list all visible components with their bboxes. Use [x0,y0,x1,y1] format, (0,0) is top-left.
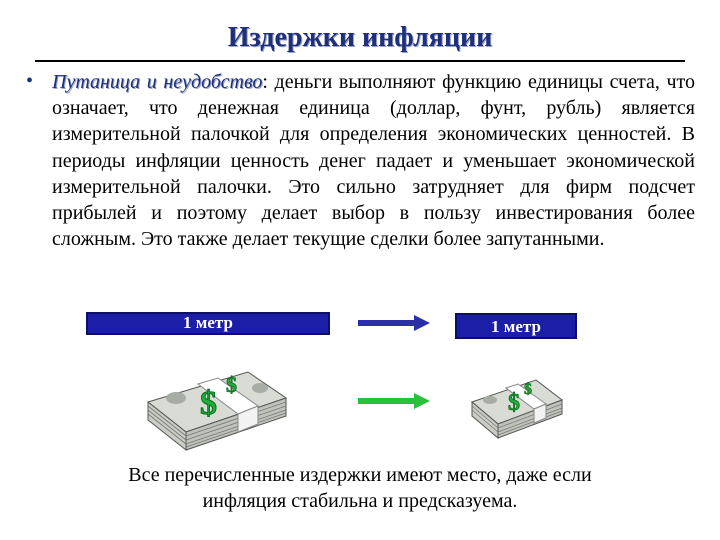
money-stack-large-icon: $ $ [146,371,288,452]
dollar-sign: $ [200,385,217,422]
arrow-blue-icon [358,315,430,331]
dollar-sign-small-stack: $ [508,390,520,416]
slide-title: Издержки инфляции [227,22,493,53]
bullet-icon: • [26,70,34,92]
meter-short-label: 1 метр [491,317,541,336]
dollar-sign-small: $ [226,372,237,397]
dollar-sign-small-stack-2: $ [524,381,532,398]
meter-long-label: 1 метр [183,313,233,332]
footer-note: Все перечисленные издержки имеют место, … [0,462,720,514]
title-divider [35,60,685,62]
arrow-green-icon [358,393,430,409]
footer-line-1: Все перечисленные издержки имеют место, … [128,464,592,486]
footer-line-2: инфляция стабильна и предсказуема. [202,490,518,512]
body-text: : деньги выполняют функцию единицы счета… [52,71,695,251]
money-stack-small-icon: $ $ [471,379,564,440]
meter-bar-short: 1 метр [455,313,577,339]
emphasis-phrase: Путаница и неудобство [52,71,263,93]
meter-bar-long: 1 метр [86,312,330,335]
body-paragraph: Путаница и неудобство: деньги выполняют … [52,69,695,252]
